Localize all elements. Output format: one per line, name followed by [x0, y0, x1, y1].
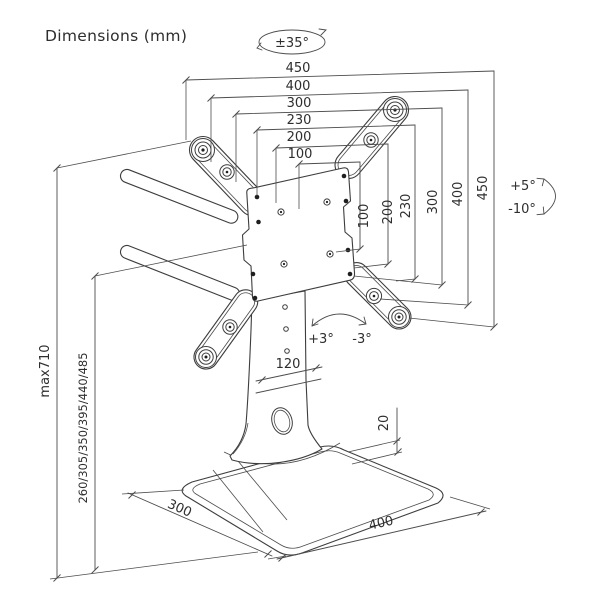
tilt-up-label: +5°	[510, 179, 536, 194]
base	[181, 442, 444, 556]
base-thickness-label: 20	[377, 415, 392, 432]
swivel-range-label: ±35°	[275, 36, 309, 51]
top-dim-400: 400	[286, 79, 311, 94]
vesa-holes	[250, 173, 353, 301]
top-dim-300: 300	[287, 96, 312, 111]
left-height-dimensions: max710 260/305/350/395/440/485	[38, 140, 259, 582]
column-hole	[282, 304, 288, 310]
base-depth-label: 300	[165, 497, 194, 521]
cable-hole	[271, 407, 293, 435]
right-dim-450: 450	[476, 176, 491, 201]
column-width-label: 120	[276, 357, 301, 372]
swivel-range-indicator: ±35°	[256, 28, 327, 55]
top-dim-100: 100	[288, 147, 313, 162]
top-dim-230: 230	[287, 113, 312, 128]
max-height-label: max710	[38, 344, 53, 397]
floor-line	[49, 551, 259, 580]
column-hole	[284, 348, 290, 354]
top-dim-200: 200	[287, 130, 312, 145]
base-stripe	[212, 469, 264, 533]
swivel-left-label: +3°	[308, 332, 334, 347]
arm-tip-rings	[191, 98, 410, 368]
right-dim-230: 230	[399, 194, 414, 219]
base-stripe	[237, 460, 288, 521]
stand-column: 120	[229, 290, 323, 465]
drawing-title: Dimensions (mm)	[45, 27, 187, 45]
right-dimensions: 100 200 230 300 400 450	[335, 70, 498, 331]
base-width-label: 400	[367, 513, 395, 533]
swivel-right-label: -3°	[352, 332, 371, 347]
tilt-annotation: +5° -10°	[508, 177, 556, 217]
column-hole	[283, 326, 289, 332]
tilt-down-label: -10°	[508, 202, 536, 217]
vesa-plate	[241, 167, 356, 302]
right-dim-400: 400	[451, 182, 466, 207]
right-dim-300: 300	[426, 190, 441, 215]
right-dim-200: 200	[381, 200, 396, 225]
swivel-annotation: +3° -3°	[308, 313, 372, 347]
height-positions-label: 260/305/350/395/440/485	[76, 352, 90, 503]
top-dim-450: 450	[286, 61, 311, 76]
rear-rails	[119, 168, 241, 301]
right-dim-100: 100	[357, 204, 372, 229]
top-dimensions: 450 400 300 230 200 100	[182, 61, 495, 209]
